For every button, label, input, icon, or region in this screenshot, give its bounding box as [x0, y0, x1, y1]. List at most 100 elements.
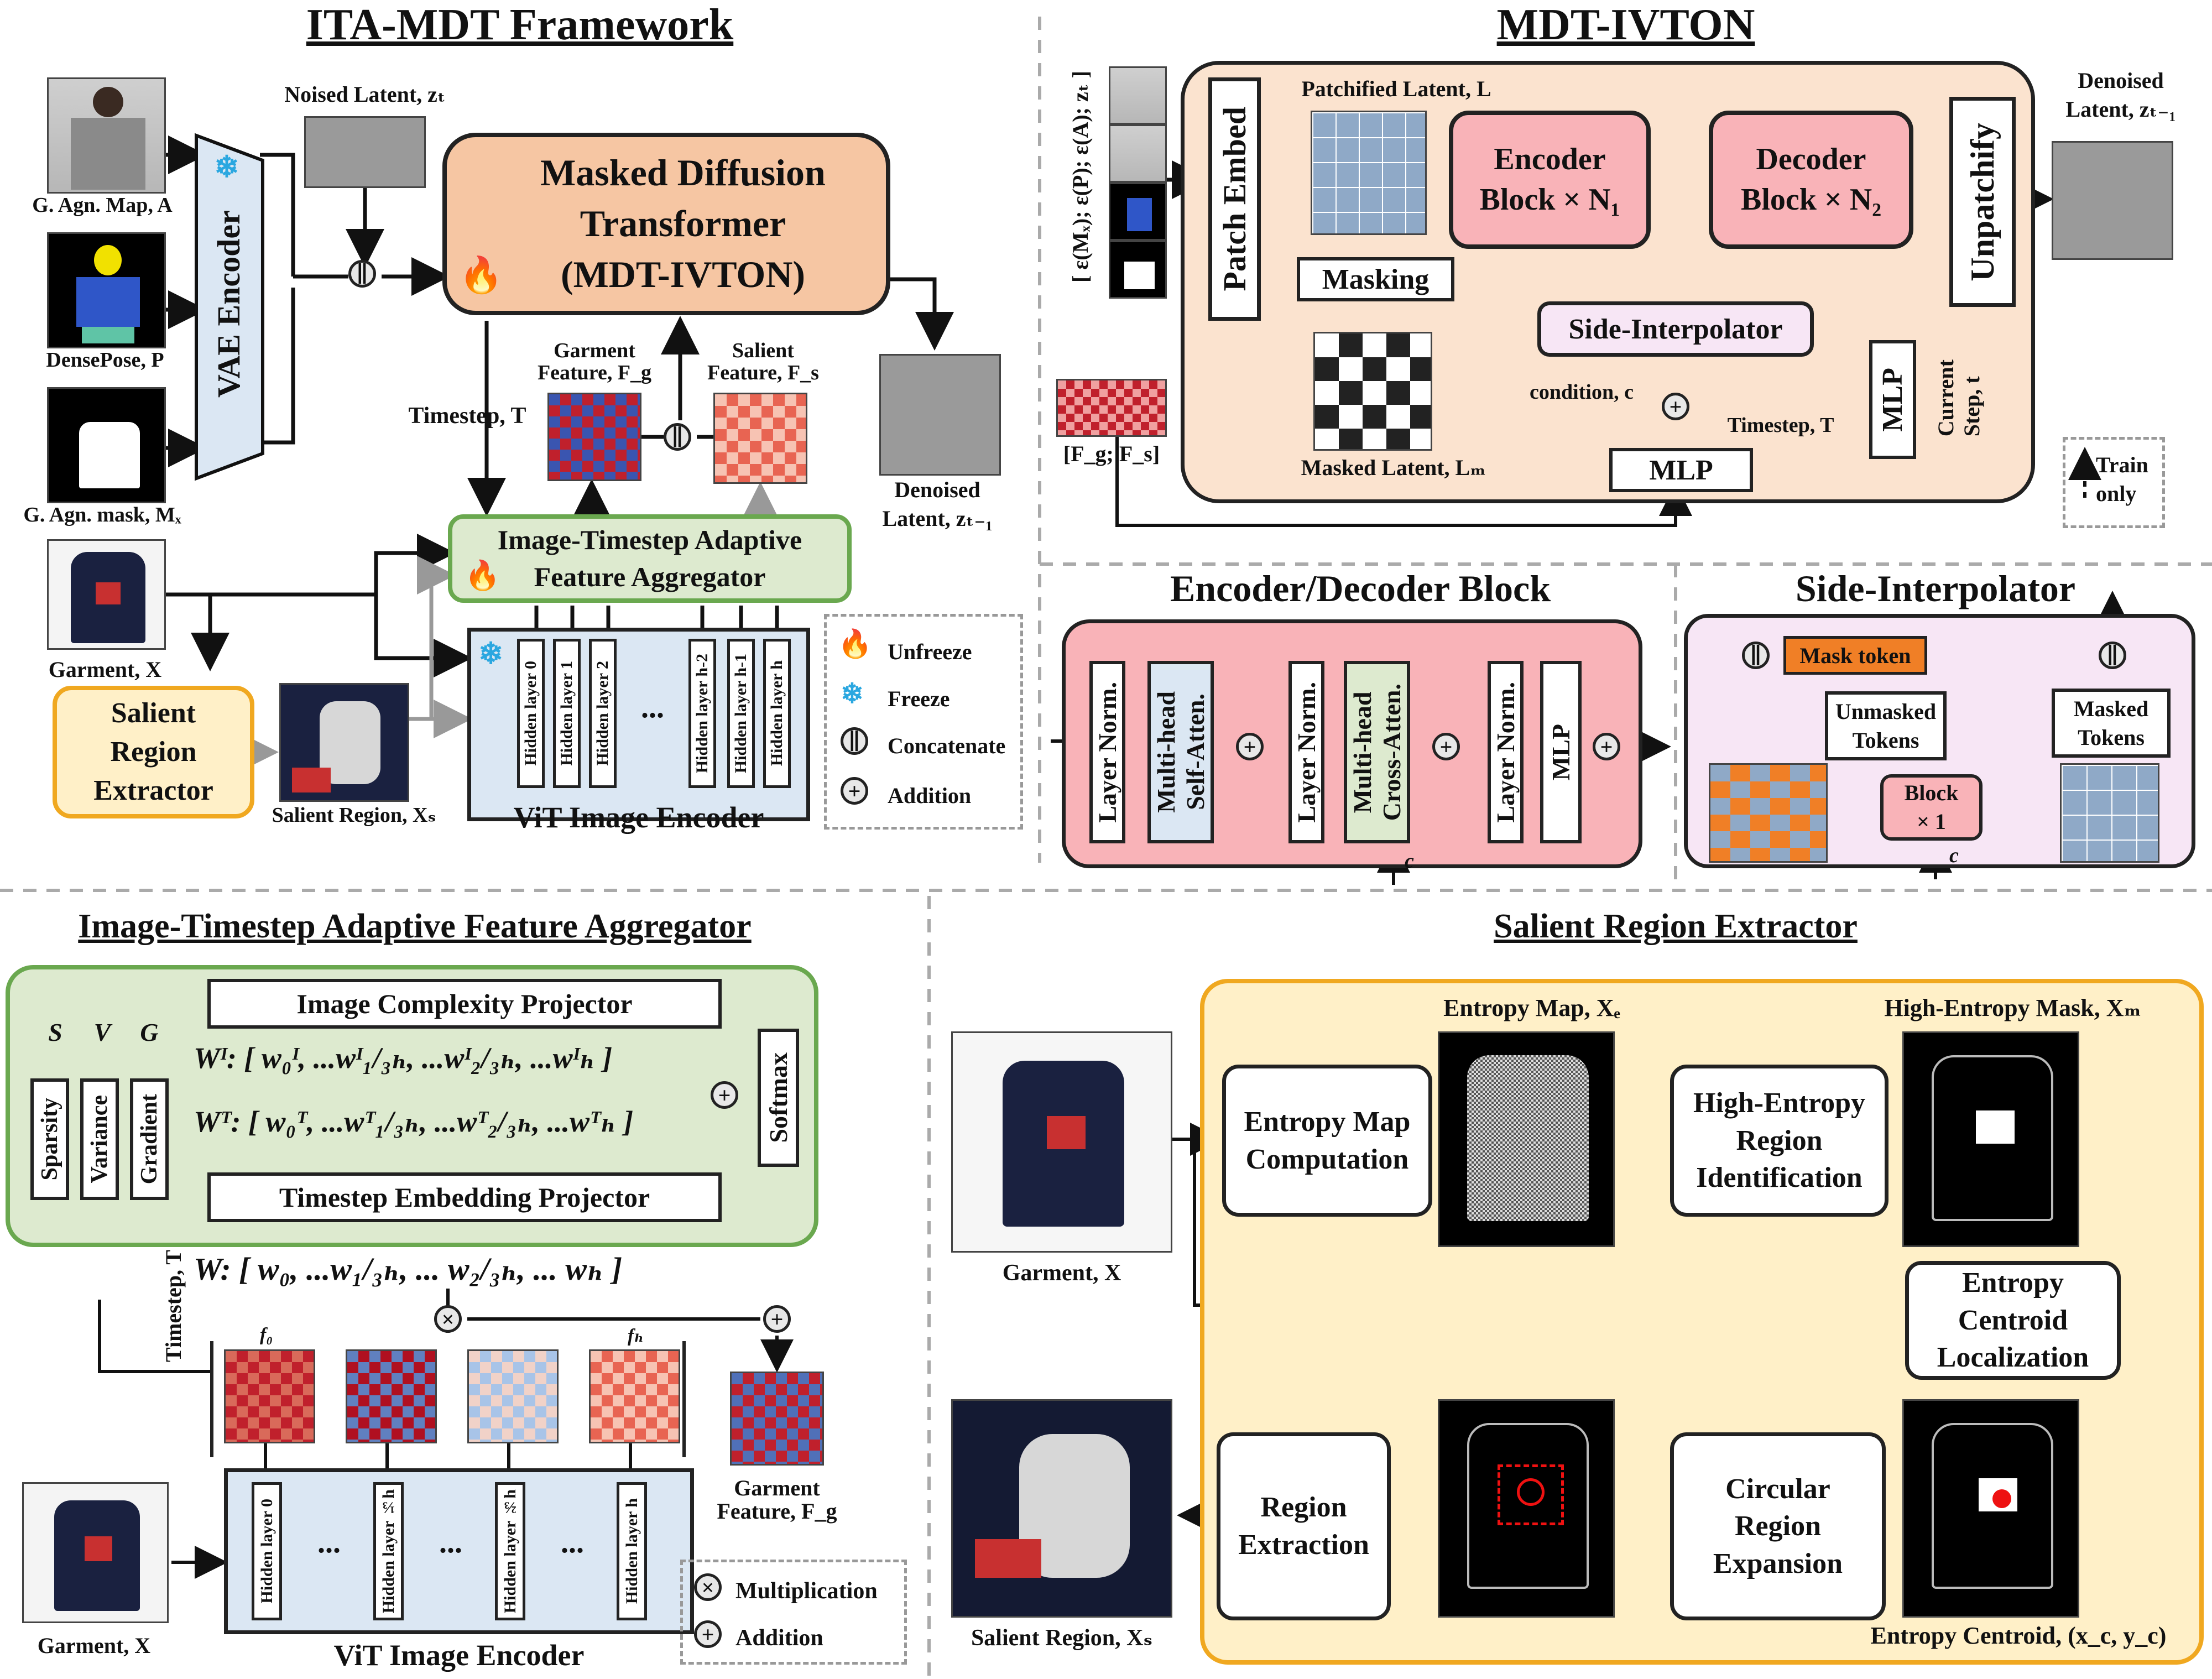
- unmasked-tokens-box: Unmasked Tokens: [1825, 691, 1947, 760]
- vit-layer-h-1: Hidden layer h-1: [727, 639, 755, 788]
- variance-box: Variance: [80, 1078, 119, 1200]
- salient-region-result-image: [951, 1399, 1172, 1618]
- ivton-plus-circle-icon: +: [1662, 393, 1689, 420]
- agn-map-image: [47, 77, 166, 194]
- encdec-mlp-box: MLP: [1540, 661, 1582, 843]
- masking-box: Masking: [1297, 257, 1454, 301]
- arrow-salient-aggregator: [409, 556, 456, 721]
- garment-feature-image: [547, 393, 641, 481]
- multiply-circle-icon: ×: [434, 1305, 462, 1333]
- vit-layer-2: Hidden layer 2: [589, 639, 617, 788]
- mlp-box-right: MLP: [1869, 340, 1916, 459]
- feature-map-0: [224, 1349, 315, 1443]
- flame-icon-aggregator: 🔥: [465, 560, 500, 592]
- mask-token-box: Mask token: [1783, 636, 1927, 675]
- patch-embed-box: Patch Embed: [1208, 77, 1261, 321]
- salient-region-label: Salient Region, Xₛ: [272, 804, 436, 827]
- encdec-c-label: c: [1405, 849, 1414, 873]
- salient-feature-label: Salient Feature, F_s: [707, 339, 819, 384]
- concat-symbol-2: ∥: [664, 423, 691, 451]
- arrows-vit-features: [264, 1438, 632, 1482]
- aggregated-feature-image: [730, 1372, 824, 1466]
- garment-label: Garment, X: [48, 657, 162, 682]
- condition-label: condition, c: [1530, 380, 1634, 404]
- side-concat-icon-1: ∥: [1742, 642, 1770, 669]
- encdec-title: Encoder/Decoder Block: [1170, 567, 1551, 609]
- timestep-projector-box: Timestep Embedding Projector: [207, 1172, 722, 1222]
- aggregator-garment-label: Garment, X: [37, 1633, 151, 1658]
- vit-layer-0: Hidden layer 0: [517, 639, 545, 788]
- feature-map-1: [346, 1349, 437, 1443]
- densepose-image: [47, 232, 166, 348]
- agn-mask-label: G. Agn. mask, Mₓ: [23, 503, 181, 526]
- flame-icon: 🔥: [459, 255, 503, 295]
- sparsity-box: Sparsity: [30, 1078, 69, 1200]
- salient-detail-title: Salient Region Extractor: [1494, 908, 1858, 945]
- wt-vector: Wᵀ: [ w₀ᵀ, ...wᵀ₁/₃ₕ, ...wᵀ₂/₃ₕ, ...wᵀₕ …: [194, 1105, 634, 1138]
- side-concat-icon-2: ∥: [2099, 642, 2126, 669]
- region-extraction-box: Region Extraction: [1217, 1432, 1391, 1620]
- arrow-vae-concat-b: [260, 288, 295, 445]
- encdec-layer-norm-2: Layer Norm.: [1288, 661, 1324, 843]
- encdec-layer-norm-1: Layer Norm.: [1089, 661, 1125, 843]
- ivton-timestep-label: Timestep, T: [1727, 414, 1834, 437]
- ivton-input-image-2: [1109, 124, 1167, 182]
- entropy-map-image: [1438, 1031, 1615, 1247]
- circular-region-expansion-box: Circular Region Expansion: [1670, 1432, 1886, 1620]
- arrow-garment-extractor: [166, 592, 229, 671]
- ivton-input-image-4: [1109, 241, 1167, 299]
- vit-layer-h-2: Hidden layer h-2: [688, 639, 716, 788]
- entropy-map-computation-box: Entropy Map Computation: [1222, 1065, 1432, 1217]
- encdec-plus-1-icon: +: [1236, 733, 1264, 760]
- high-entropy-mask-image: [1902, 1031, 2079, 1247]
- garment-feature-label: Garment Feature, F_g: [537, 339, 652, 384]
- arrow-features-metrics: [98, 1300, 210, 1373]
- agg-vit-layer-0: Hidden layer 0: [252, 1482, 282, 1620]
- garment-image: [47, 539, 166, 650]
- aggregator-timestep-label: Timestep, T: [161, 1250, 186, 1362]
- side-block-box: Block × 1: [1880, 774, 1983, 841]
- aggregator-garment-image: [22, 1482, 169, 1623]
- ivton-input-image-1: [1109, 66, 1167, 124]
- ivton-input-image-3: [1109, 182, 1167, 241]
- masked-tokens-box: Masked Tokens: [2052, 689, 2171, 758]
- vae-encoder: [195, 133, 264, 481]
- decoder-block-box: Decoder Block × N₂: [1709, 111, 1913, 249]
- ivton-denoised-label: Denoised Latent, zₜ₋₁: [2065, 68, 2176, 122]
- vit-label: ViT Image Encoder: [513, 801, 764, 834]
- side-interpolator-box: Side-Interpolator: [1537, 301, 1814, 357]
- train-only-legend: Train only: [2063, 437, 2165, 528]
- high-entropy-region-box: High-Entropy Region Identification: [1670, 1065, 1888, 1217]
- agg-vit-layer-third: Hidden layer ⅓h: [373, 1482, 404, 1620]
- denoised-latent-image: [879, 354, 1001, 476]
- framework-title: ITA-MDT Framework: [306, 1, 734, 49]
- side-title: Side-Interpolator: [1795, 567, 2076, 609]
- high-entropy-mask-label: High-Entropy Mask, Xₘ: [1884, 994, 2142, 1021]
- arrow-mdt-denoised: [890, 277, 954, 351]
- side-token-grid-image: [1709, 763, 1828, 863]
- cross-attn-box: Multi-head Cross-Atten.: [1344, 661, 1410, 843]
- masked-latent-label: Masked Latent, Lₘ: [1301, 455, 1486, 480]
- train-only-label: Train only: [2096, 452, 2148, 506]
- legend-multiplication: Multiplication: [735, 1578, 878, 1604]
- salient-region-result-label: Salient Region, Xₛ: [971, 1625, 1153, 1651]
- agn-mask-image: [47, 387, 166, 503]
- aggregator-vit-encoder: [224, 1468, 694, 1634]
- framework-legend: 🔥 Unfreeze ❄ Freeze ∥ Concatenate + Addi…: [824, 614, 1023, 830]
- legend-addition: Addition: [888, 783, 972, 808]
- snowflake-icon: ❄: [214, 150, 239, 184]
- aggregator-add-circle-icon: +: [763, 1305, 791, 1333]
- wi-vector: Wᴵ: [ w₀ᴵ, ...wᴵ₁/₃ₕ, ...wᴵ₂/₃ₕ, ...wᴵₕ …: [194, 1041, 613, 1075]
- mdt-box: Masked Diffusion Transformer (MDT-IVTON): [442, 133, 890, 315]
- salient-garment-image: [951, 1031, 1172, 1253]
- masked-latent-image: [1313, 332, 1432, 451]
- feature-map-2: [467, 1349, 559, 1443]
- fg-fs-label: [F_g; F_s]: [1063, 441, 1160, 466]
- ivton-title: MDT-IVTON: [1496, 1, 1755, 49]
- legend-plus-circle-icon: +: [841, 777, 868, 805]
- aggregated-feature-label: Garment Feature, F_g: [717, 1475, 837, 1524]
- patchified-latent-label: Patchified Latent, L: [1301, 76, 1491, 101]
- salient-region-image: [279, 683, 409, 802]
- fg-fs-image: [1056, 379, 1167, 437]
- metric-letter-g: G: [140, 1018, 159, 1046]
